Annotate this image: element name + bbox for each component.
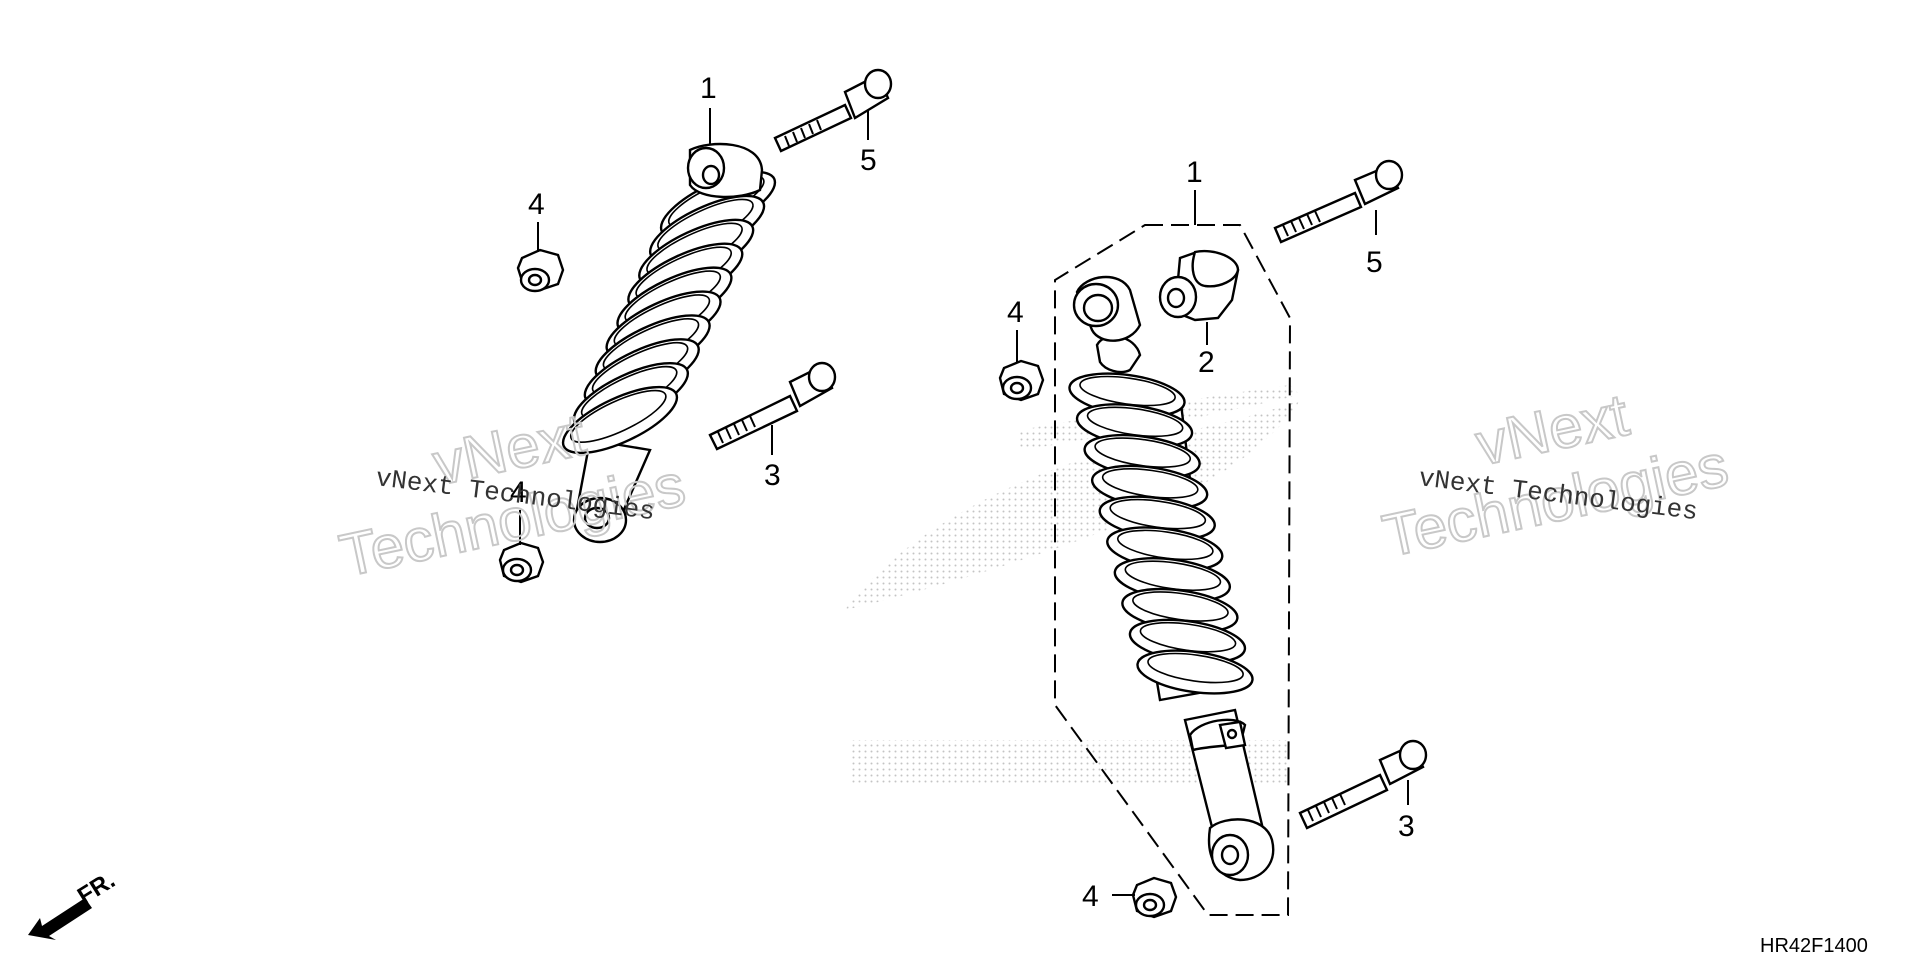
right-lower-nut	[1131, 876, 1178, 919]
right-shock-spring	[1068, 372, 1254, 695]
right-shock-lower-body	[1183, 708, 1275, 882]
spring-coil-inner	[1147, 652, 1244, 684]
callout-left-upper-nut: 4	[528, 188, 545, 221]
right-shock-top-eye	[1072, 275, 1142, 374]
callout-right-upper-nut: 4	[1007, 296, 1024, 329]
watermark-right: vNext Technologies	[1376, 380, 1735, 571]
left-upper-bolt	[773, 68, 893, 153]
spring-coil	[561, 385, 679, 455]
front-direction-arrow: FR.	[28, 867, 120, 940]
diagram-code: HR42F1400	[1760, 935, 1868, 957]
leader-lines	[519, 108, 1409, 896]
callout-left-lower-nut: 4	[510, 476, 527, 509]
right-shock-assembly	[1068, 275, 1275, 882]
callout-right-upper-bolt: 5	[1366, 246, 1383, 279]
callout-right-bushing: 2	[1198, 346, 1215, 379]
left-shock-top-eye	[686, 142, 764, 199]
callout-left-damper: 1	[700, 72, 717, 105]
spring-coil-inner	[569, 389, 667, 444]
callout-right-damper: 1	[1186, 156, 1203, 189]
right-bushing	[1158, 249, 1240, 322]
right-lower-bolt	[1298, 739, 1428, 830]
right-upper-nut	[998, 359, 1045, 402]
front-arrow-icon	[28, 898, 92, 940]
callout-labels: 1 5 4 3 4 1 2 5 4 3 4	[510, 72, 1415, 913]
callout-right-lower-bolt: 3	[1398, 810, 1415, 843]
callout-left-upper-bolt: 5	[860, 144, 877, 177]
left-lower-nut	[498, 541, 545, 584]
callout-right-lower-nut: 4	[1082, 880, 1099, 913]
left-shock-lower-body	[572, 438, 652, 544]
left-upper-nut	[516, 248, 565, 293]
left-lower-bolt	[708, 361, 837, 451]
right-assembly-outline	[1054, 224, 1292, 916]
left-shock-assembly	[561, 142, 777, 544]
right-upper-bolt	[1273, 159, 1404, 244]
callout-left-lower-bolt: 3	[764, 459, 781, 492]
